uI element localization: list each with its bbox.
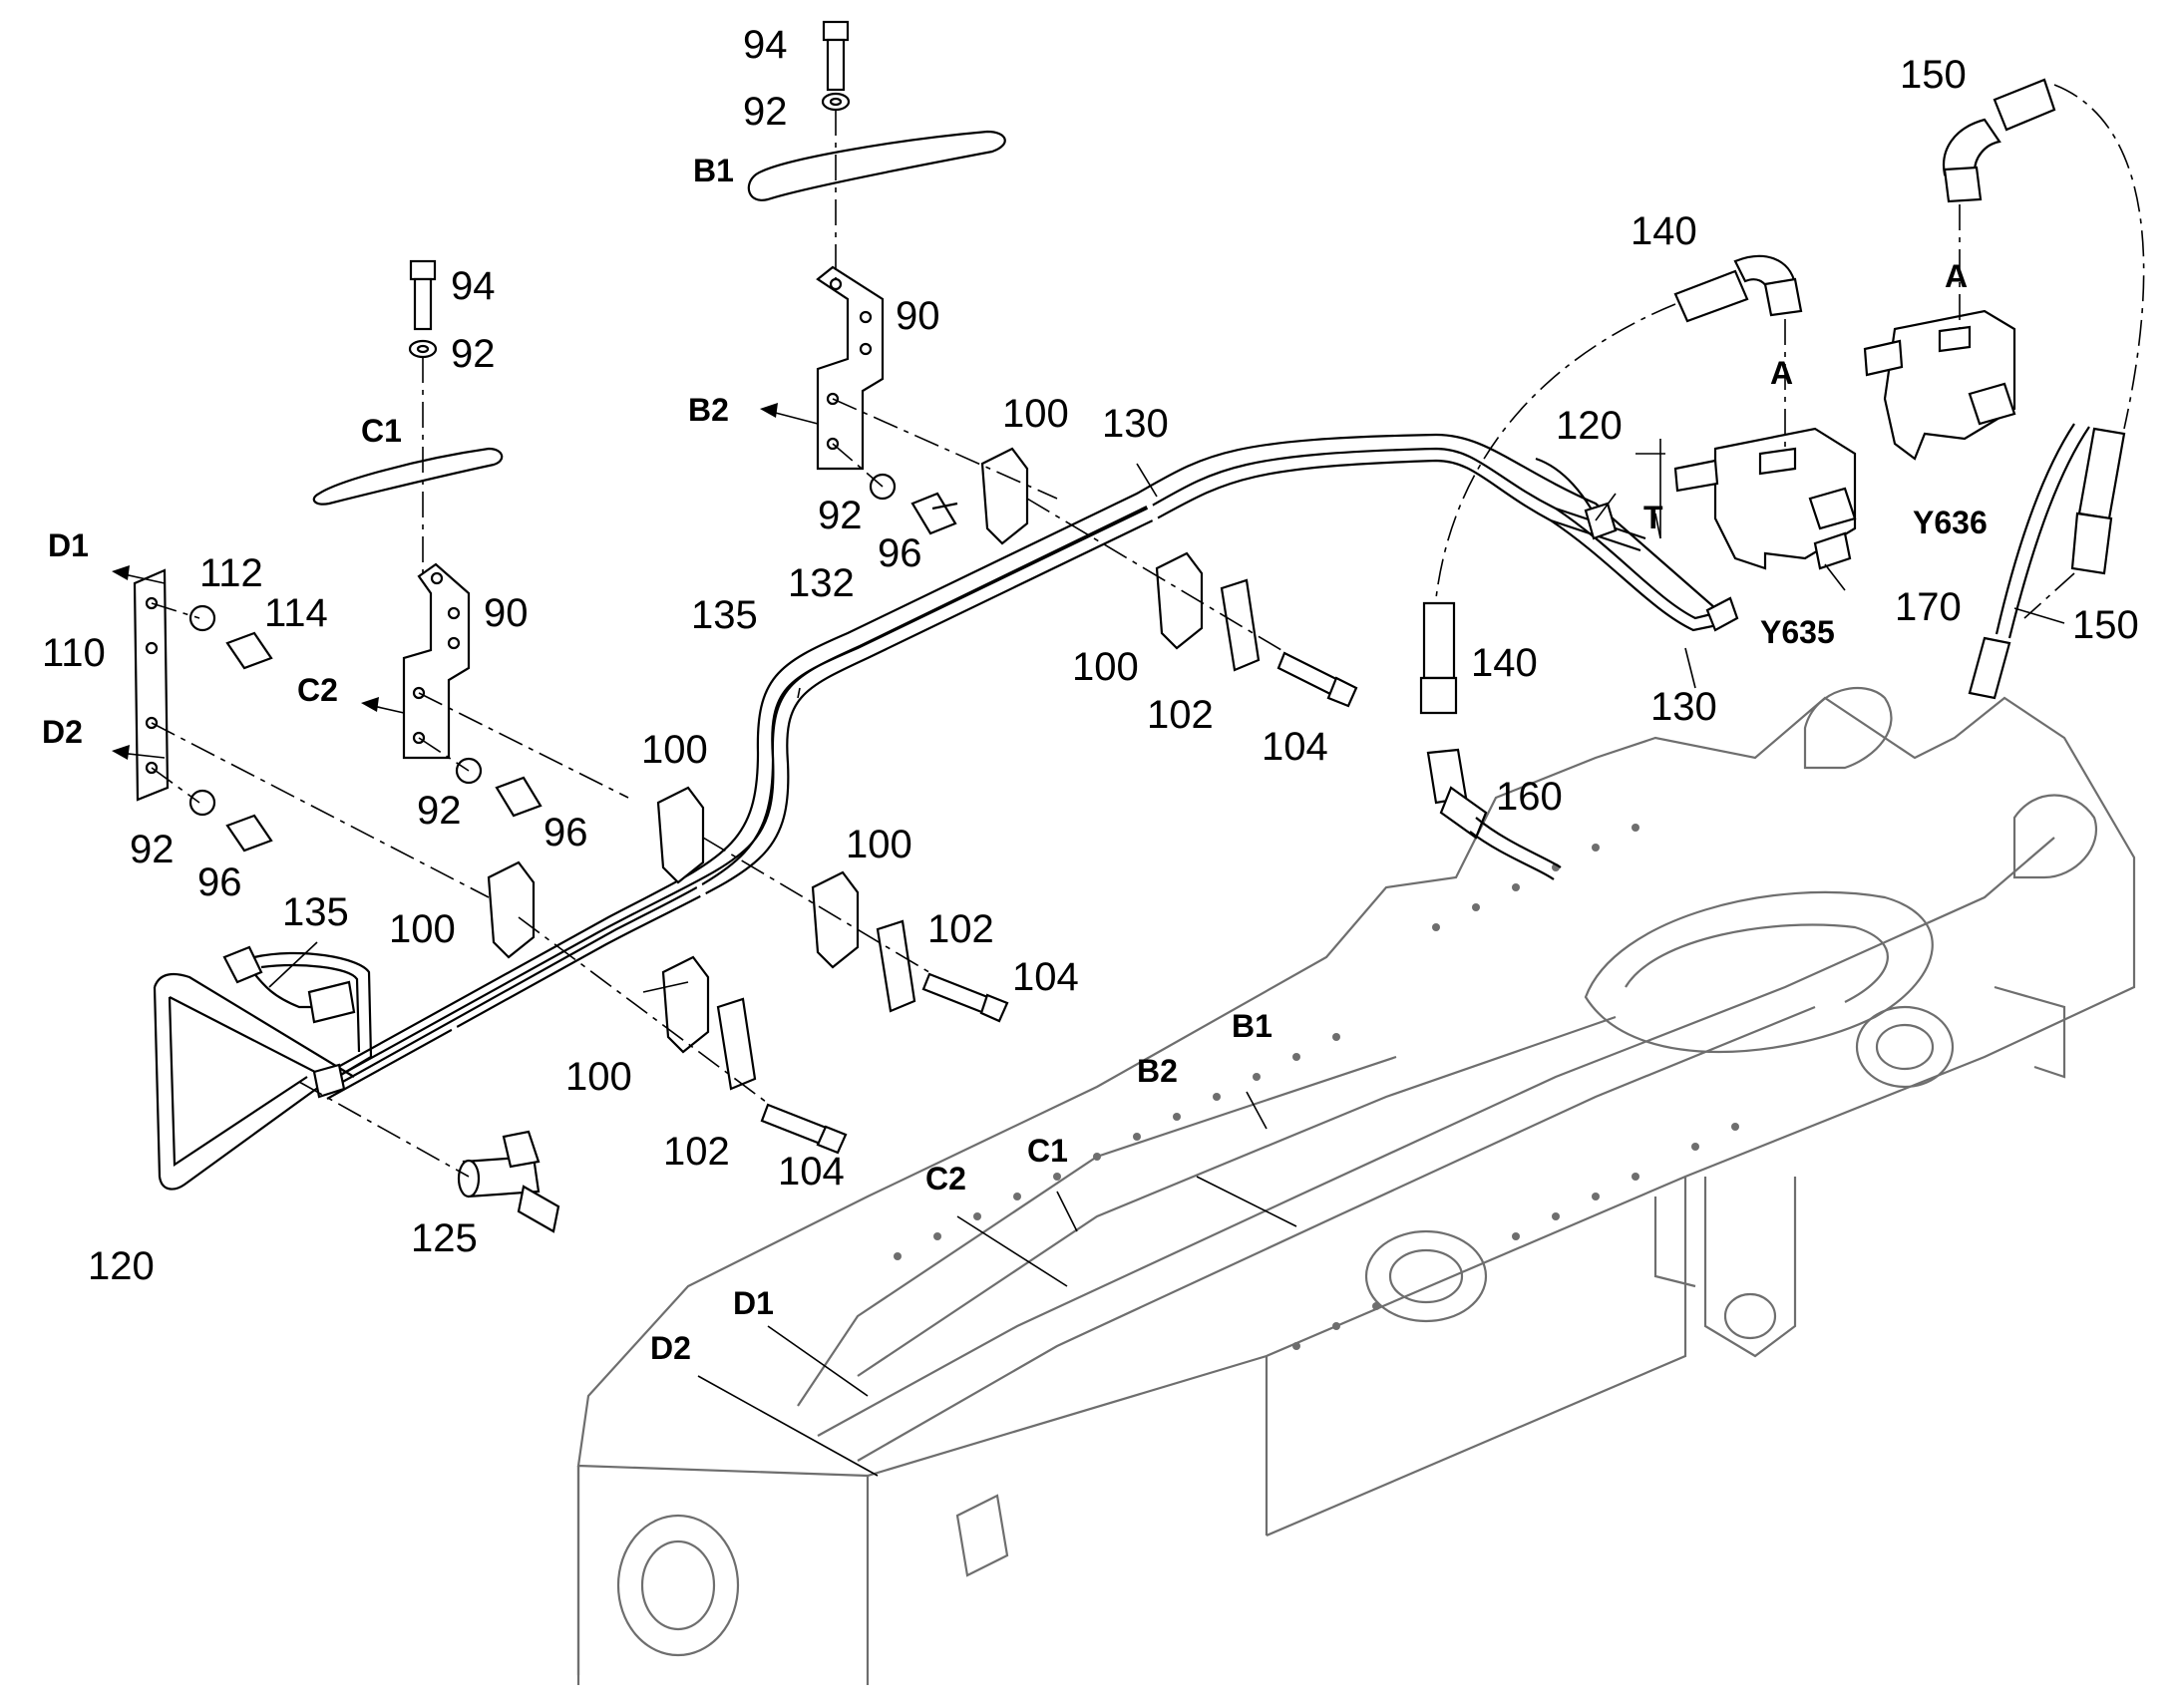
valve-y635	[1673, 427, 1857, 570]
valve-label-y636: Y636	[1913, 505, 1988, 540]
ref-d2-frame: D2	[650, 1330, 691, 1366]
pipe-130-lower	[1550, 508, 1739, 632]
bolts-and-washers	[188, 20, 1358, 1155]
label-92-d: 92	[130, 828, 175, 871]
label-92-b: 92	[743, 90, 788, 134]
label-102-top: 102	[1147, 693, 1214, 737]
label-110: 110	[42, 631, 106, 675]
ref-c1-frame: C1	[1027, 1133, 1068, 1169]
ref-c2-frame: C2	[925, 1161, 966, 1196]
label-100-top: 100	[1002, 392, 1069, 436]
label-96-d: 96	[197, 860, 242, 904]
pipe-170	[1968, 423, 2090, 700]
ref-a-2: A	[1945, 258, 1968, 294]
label-90-b: 90	[896, 294, 940, 338]
label-102-bottom: 102	[663, 1130, 730, 1174]
label-170: 170	[1895, 585, 1962, 629]
label-135-left: 135	[282, 890, 349, 934]
ref-c1-top: C1	[361, 413, 402, 449]
hose-150-upper	[1942, 78, 2056, 203]
label-94-b: 94	[743, 23, 788, 67]
label-140-top: 140	[1631, 209, 1697, 253]
ref-b2-top: B2	[688, 392, 729, 428]
hose-140-upper	[1673, 254, 1803, 323]
label-150-right: 150	[2072, 603, 2139, 647]
ref-d2-top: D2	[42, 714, 83, 750]
ref-b1-frame: B1	[1232, 1008, 1272, 1044]
label-130-right: 130	[1650, 685, 1717, 729]
bracket-90-c	[402, 562, 471, 760]
bracket-90-b	[816, 265, 885, 471]
label-132: 132	[788, 561, 855, 605]
direction-arrows	[112, 403, 819, 760]
label-150-top: 150	[1900, 53, 1967, 97]
chassis-frame	[576, 686, 2136, 1685]
label-96-c: 96	[544, 811, 588, 854]
label-102-mid: 102	[927, 907, 994, 951]
leader-lines	[268, 439, 2065, 1477]
part-labels: 94 92 90 92 96 100 130 132 135 100 102 1…	[42, 23, 2139, 1288]
label-130-top: 130	[1102, 402, 1169, 446]
ref-c2-top: C2	[297, 672, 338, 708]
ref-a-1: A	[1770, 355, 1793, 391]
pipe-120-upper	[1535, 457, 1618, 540]
label-94-c: 94	[451, 264, 496, 308]
pipe-breaks	[451, 497, 1160, 1054]
label-100-mid-right: 100	[1072, 645, 1139, 689]
reference-labels: B1 B2 C1 C2 D1 D2 A A T B1 B2 C1 C2 D1 D…	[42, 153, 1988, 1366]
main-pipe-run	[318, 433, 1716, 1100]
frame-rivets	[894, 824, 1739, 1350]
label-96-b: 96	[878, 531, 922, 575]
label-92-c2: 92	[417, 789, 462, 833]
label-92-b2: 92	[818, 494, 863, 537]
label-114: 114	[264, 591, 328, 635]
label-100-c: 100	[641, 728, 708, 772]
ref-t: T	[1643, 500, 1663, 535]
plate-c1	[312, 447, 504, 506]
ref-d1-frame: D1	[733, 1285, 774, 1321]
label-160: 160	[1496, 775, 1563, 819]
assembly-axes	[151, 84, 2145, 1178]
label-90-c: 90	[484, 591, 529, 635]
label-125: 125	[411, 1216, 478, 1260]
label-135-top: 135	[691, 593, 758, 637]
ref-d1-top: D1	[48, 527, 89, 563]
label-104-bottom: 104	[778, 1150, 845, 1194]
plate-b1	[747, 130, 1006, 201]
label-112: 112	[199, 551, 263, 595]
label-104-mid: 104	[1012, 955, 1079, 999]
plate-110	[133, 568, 170, 802]
label-92-c: 92	[451, 332, 496, 376]
ref-b1-top: B1	[693, 153, 734, 188]
label-100-mid: 100	[846, 823, 912, 866]
label-100-left: 100	[389, 907, 456, 951]
ref-b2-frame: B2	[1137, 1053, 1178, 1089]
valve-y636	[1863, 309, 2016, 461]
label-140-lower: 140	[1471, 641, 1538, 685]
tee-fitting-125	[457, 1130, 560, 1233]
valve-label-y635: Y635	[1760, 614, 1835, 650]
hose-150-lower	[2070, 427, 2126, 575]
adapter-160	[1426, 748, 1562, 880]
hose-140-lower	[1419, 601, 1458, 715]
triangular-loop-pipe	[153, 945, 373, 1191]
label-120-top: 120	[1556, 404, 1623, 448]
label-120-left: 120	[88, 1244, 155, 1288]
label-104-top: 104	[1262, 725, 1328, 769]
label-100-bottom: 100	[565, 1055, 632, 1099]
clamps-100	[487, 447, 1204, 1054]
